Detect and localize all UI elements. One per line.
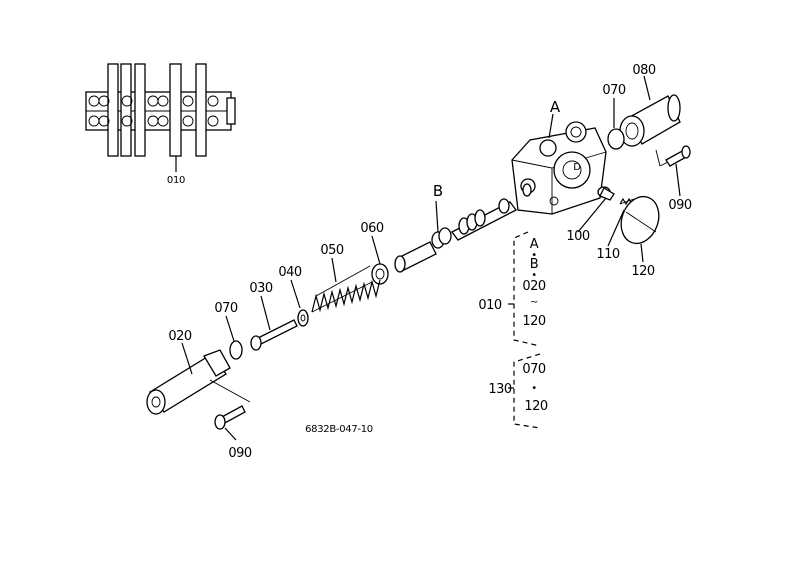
group-010-bracket [508, 231, 541, 347]
part-020-cap [146, 349, 251, 415]
part-120-o-ring [620, 195, 660, 245]
group-010-line4: 120 [522, 314, 546, 329]
part-040-washer [297, 309, 309, 327]
callout-090-left: 090 [228, 446, 252, 461]
group-010-sep3: ~ [530, 297, 538, 308]
part-100-plug [597, 186, 615, 201]
callout-020: 020 [168, 329, 192, 344]
callout-a: A [550, 98, 561, 116]
group-130-bracket [508, 353, 541, 429]
part-070-o-ring-right [607, 128, 625, 150]
valve-stack-thumbnail [85, 63, 236, 172]
group-010-sep1: • [531, 250, 537, 261]
drawing-number: 6832B-047-10 [305, 424, 373, 435]
callout-050: 050 [320, 243, 344, 258]
group-010-line3: 020 [522, 279, 546, 294]
callout-090-right: 090 [668, 198, 692, 213]
group-010-sep2: • [531, 270, 537, 281]
valve-body-a: D [511, 121, 607, 215]
callout-030: 030 [249, 281, 273, 296]
part-030-bolt [250, 319, 298, 351]
group-010-line2: B [530, 257, 538, 272]
part-070-o-ring-left [229, 340, 243, 360]
spool-b [431, 183, 532, 249]
port-d-mark: D [573, 162, 581, 173]
callout-070-left: 070 [214, 301, 238, 316]
callout-100: 100 [566, 229, 590, 244]
callout-b: B [433, 182, 443, 200]
part-080-cover [619, 94, 681, 147]
callout-010-group: 010 [478, 298, 502, 313]
part-060-sleeve [371, 241, 437, 285]
callout-130: 130 [488, 382, 512, 397]
group-130-sep1: • [531, 383, 537, 394]
callout-120: 120 [631, 264, 655, 279]
callout-080: 080 [632, 63, 656, 78]
part-050-spring [311, 265, 381, 313]
callout-040: 040 [278, 265, 302, 280]
part-090-screw-right [655, 145, 691, 167]
callout-060: 060 [360, 221, 384, 236]
callout-070-right: 070 [602, 83, 626, 98]
part-090-screw-left [214, 405, 246, 430]
group-130-line1: 070 [522, 362, 546, 377]
callout-010-thumbnail: 010 [167, 175, 185, 186]
group-010-line1: A [530, 237, 539, 252]
callout-110: 110 [596, 247, 620, 262]
group-130-line2: 120 [524, 399, 548, 414]
